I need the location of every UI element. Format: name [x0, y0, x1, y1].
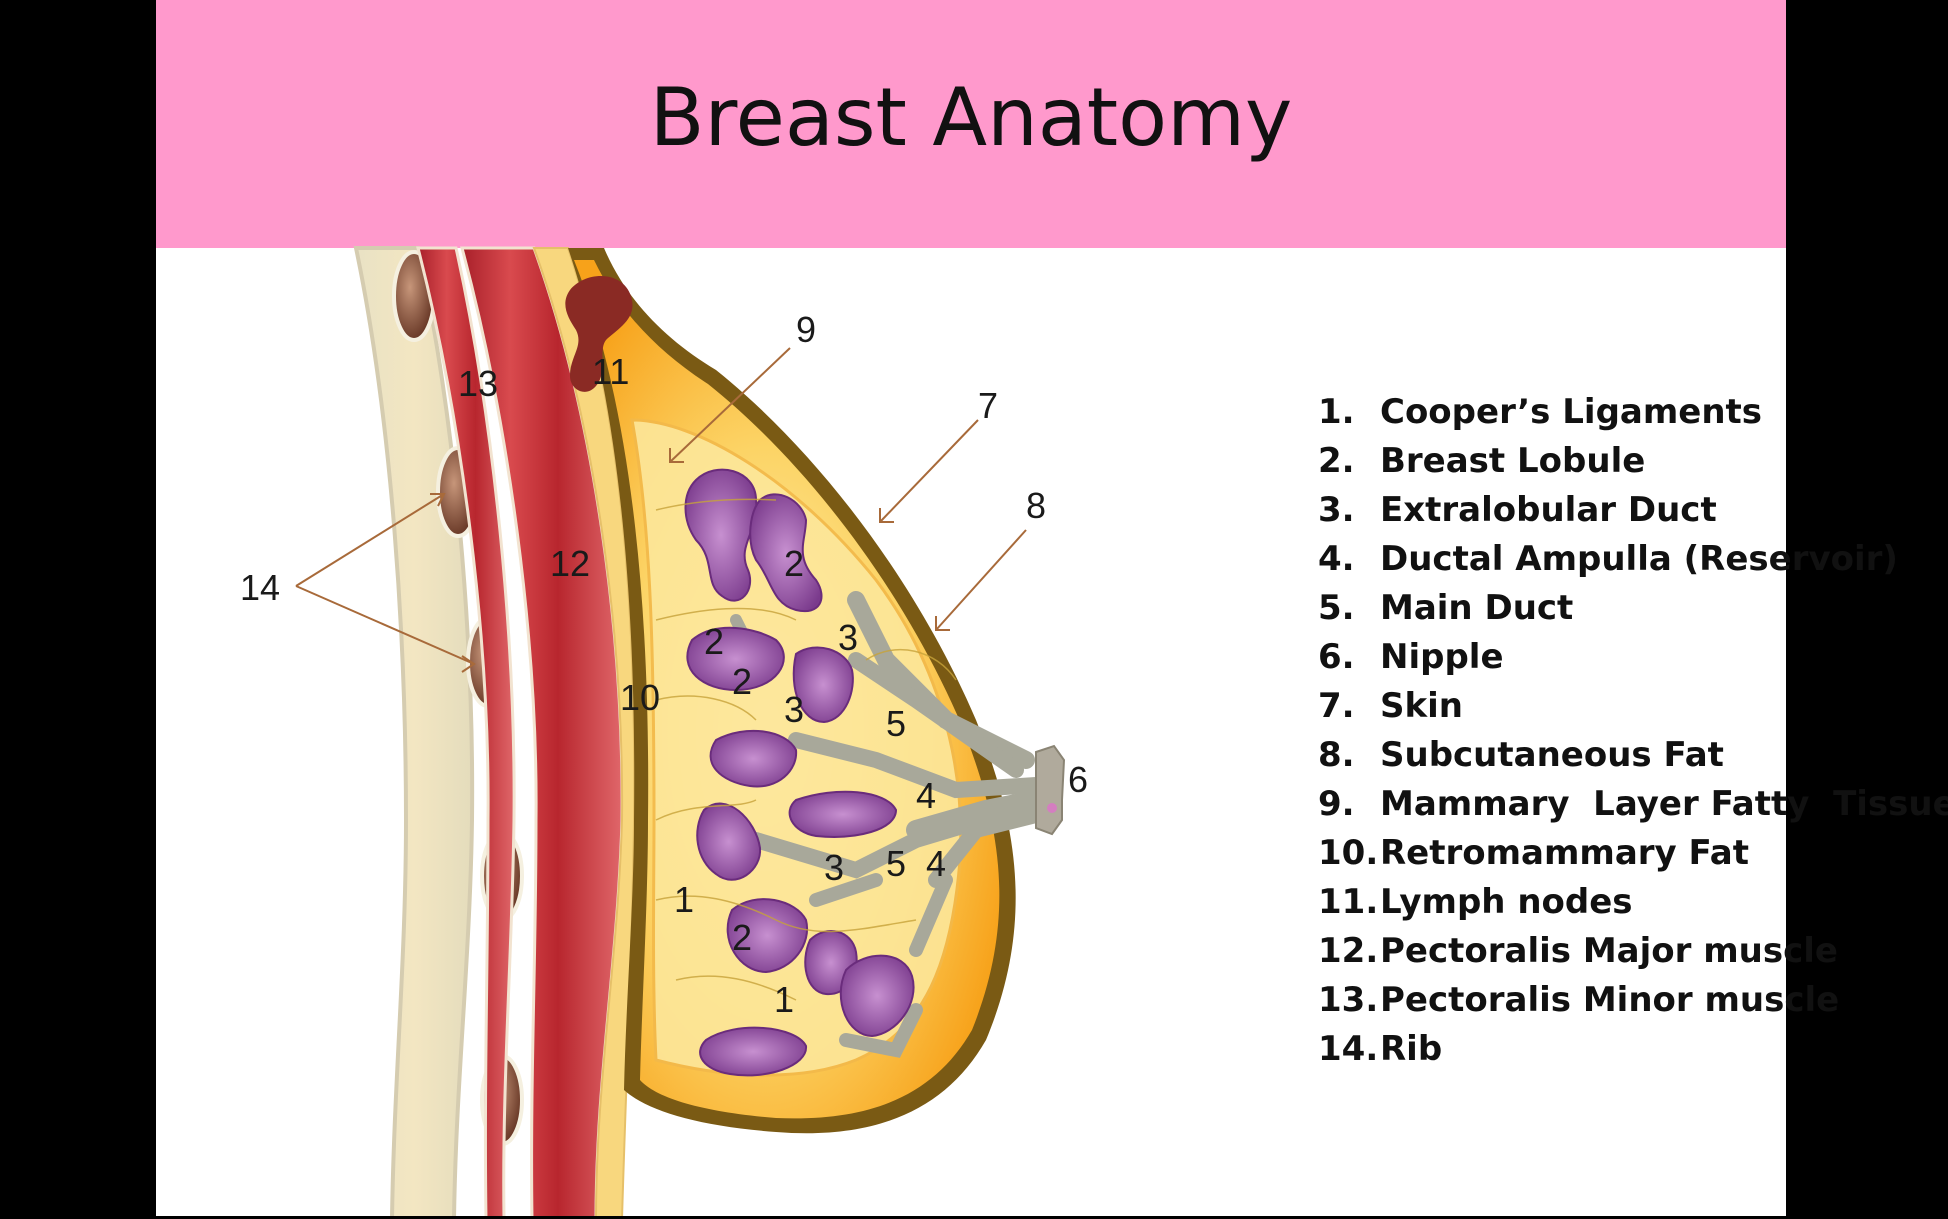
retromammary-strip: [532, 247, 636, 1219]
diagram-label-1a: 1: [674, 879, 694, 920]
legend-number: 11.: [1318, 882, 1379, 922]
legend-text: Pectoralis Major muscle: [1380, 931, 1838, 971]
legend-text: Subcutaneous Fat: [1380, 735, 1724, 775]
legend-text: Cooper’s Ligaments: [1380, 392, 1763, 432]
legend-item: 14.Rib: [1318, 1025, 1948, 1074]
legend-number: 9.: [1318, 784, 1355, 824]
legend-item: 7. Skin: [1318, 682, 1948, 731]
lobule: [696, 802, 762, 881]
diagram-label-11: 11: [592, 351, 629, 392]
title-bar: Breast Anatomy: [156, 0, 1786, 248]
diagram-label-12: 12: [550, 543, 590, 584]
legend-text: Retromammary Fat: [1380, 833, 1749, 873]
lobule: [749, 493, 823, 613]
legend-text: Breast Lobule: [1380, 441, 1646, 481]
diagram-label-4b: 4: [926, 843, 946, 884]
legend-item: 6. Nipple: [1318, 633, 1948, 682]
legend-number: 12.: [1318, 931, 1379, 971]
diagram-label-2c: 2: [732, 661, 752, 702]
diagram-label-5a: 5: [886, 703, 906, 744]
legend-number: 3.: [1318, 490, 1355, 530]
diagram-label-2d: 2: [732, 917, 752, 958]
duct-system: [730, 591, 1046, 1058]
lobule: [839, 954, 915, 1038]
diagram-label-3b: 3: [784, 689, 804, 730]
legend-text: Ductal Ampulla (Reservoir): [1380, 539, 1898, 579]
legend-number: 6.: [1318, 637, 1355, 677]
legend-item: 2. Breast Lobule: [1318, 437, 1948, 486]
slide: Breast Anatomy: [156, 0, 1948, 1219]
diagram-label-13: 13: [458, 363, 498, 404]
legend-item: 4. Ductal Ampulla (Reservoir): [1318, 535, 1948, 584]
diagram-label-7: 7: [978, 385, 998, 426]
legend-number: 4.: [1318, 539, 1355, 579]
legend-number: 8.: [1318, 735, 1355, 775]
legend-text: Extralobular Duct: [1380, 490, 1717, 530]
legend-number: 10.: [1318, 833, 1379, 873]
diagram-label-4a: 4: [916, 775, 936, 816]
diagram-label-14: 14: [240, 567, 280, 608]
lobule: [686, 626, 785, 692]
legend-item: 5. Main Duct: [1318, 584, 1948, 633]
diagram-label-6: 6: [1068, 759, 1088, 800]
legend-item: 10.Retromammary Fat: [1318, 829, 1948, 878]
lobule: [709, 729, 798, 788]
legend-item: 9. Mammary Layer Fatty Tissue: [1318, 780, 1948, 829]
diagram-label-3c: 3: [824, 847, 844, 888]
legend-text: Skin: [1380, 686, 1463, 726]
legend-list: 1. Cooper’s Ligaments 2. Breast Lobule 3. E…: [1318, 388, 1948, 1074]
bottom-edge: [0, 1216, 1948, 1219]
legend-number: 7.: [1318, 686, 1355, 726]
breast-anatomy-diagram: 1 1 2 2 2 2 3 3 3 4 4 5 5 6 7 8 9 10 11 …: [240, 246, 1088, 1219]
legend-item: 8. Subcutaneous Fat: [1318, 731, 1948, 780]
lobules: [684, 468, 915, 1077]
diagram-label-5b: 5: [886, 843, 906, 884]
lobule: [792, 646, 854, 724]
slide-title: Breast Anatomy: [649, 71, 1293, 164]
legend-text: Mammary Layer Fatty Tissue: [1380, 784, 1948, 824]
diagram-label-3a: 3: [838, 617, 858, 658]
legend-text: Pectoralis Minor muscle: [1380, 980, 1840, 1020]
pectoralis-minor: [416, 246, 516, 1219]
lymph-node: [565, 276, 633, 392]
legend-number: 1.: [1318, 392, 1355, 432]
legend-text: Lymph nodes: [1380, 882, 1633, 922]
coopers-ligaments: [655, 498, 957, 1001]
legend-item: 11.Lymph nodes: [1318, 878, 1948, 927]
diagram-label-2a: 2: [784, 543, 804, 584]
lobule: [726, 898, 809, 974]
legend-text: Nipple: [1380, 637, 1504, 677]
diagram-label-8: 8: [1026, 485, 1046, 526]
legend-number: 14.: [1318, 1029, 1379, 1069]
diagram-label-10: 10: [620, 677, 660, 718]
legend-item: 1. Cooper’s Ligaments: [1318, 388, 1948, 437]
legend-number: 5.: [1318, 588, 1355, 628]
legend-text: Rib: [1380, 1029, 1443, 1069]
diagram-label-1b: 1: [774, 979, 794, 1020]
diagram-label-2b: 2: [704, 621, 724, 662]
lobule: [684, 468, 758, 602]
legend-text: Main Duct: [1380, 588, 1574, 628]
legend-number: 2.: [1318, 441, 1355, 481]
legend-item: 12.Pectoralis Major muscle: [1318, 927, 1948, 976]
diagram-label-9: 9: [796, 309, 816, 350]
lobule: [699, 1026, 808, 1077]
nipple: [1035, 744, 1066, 836]
legend-item: 13.Pectoralis Minor muscle: [1318, 976, 1948, 1025]
legend-number: 13.: [1318, 980, 1379, 1020]
legend-item: 3. Extralobular Duct: [1318, 486, 1948, 535]
pointer-arrows: [295, 347, 1027, 673]
nipple-pore: [1047, 803, 1057, 813]
lobule: [788, 790, 898, 838]
